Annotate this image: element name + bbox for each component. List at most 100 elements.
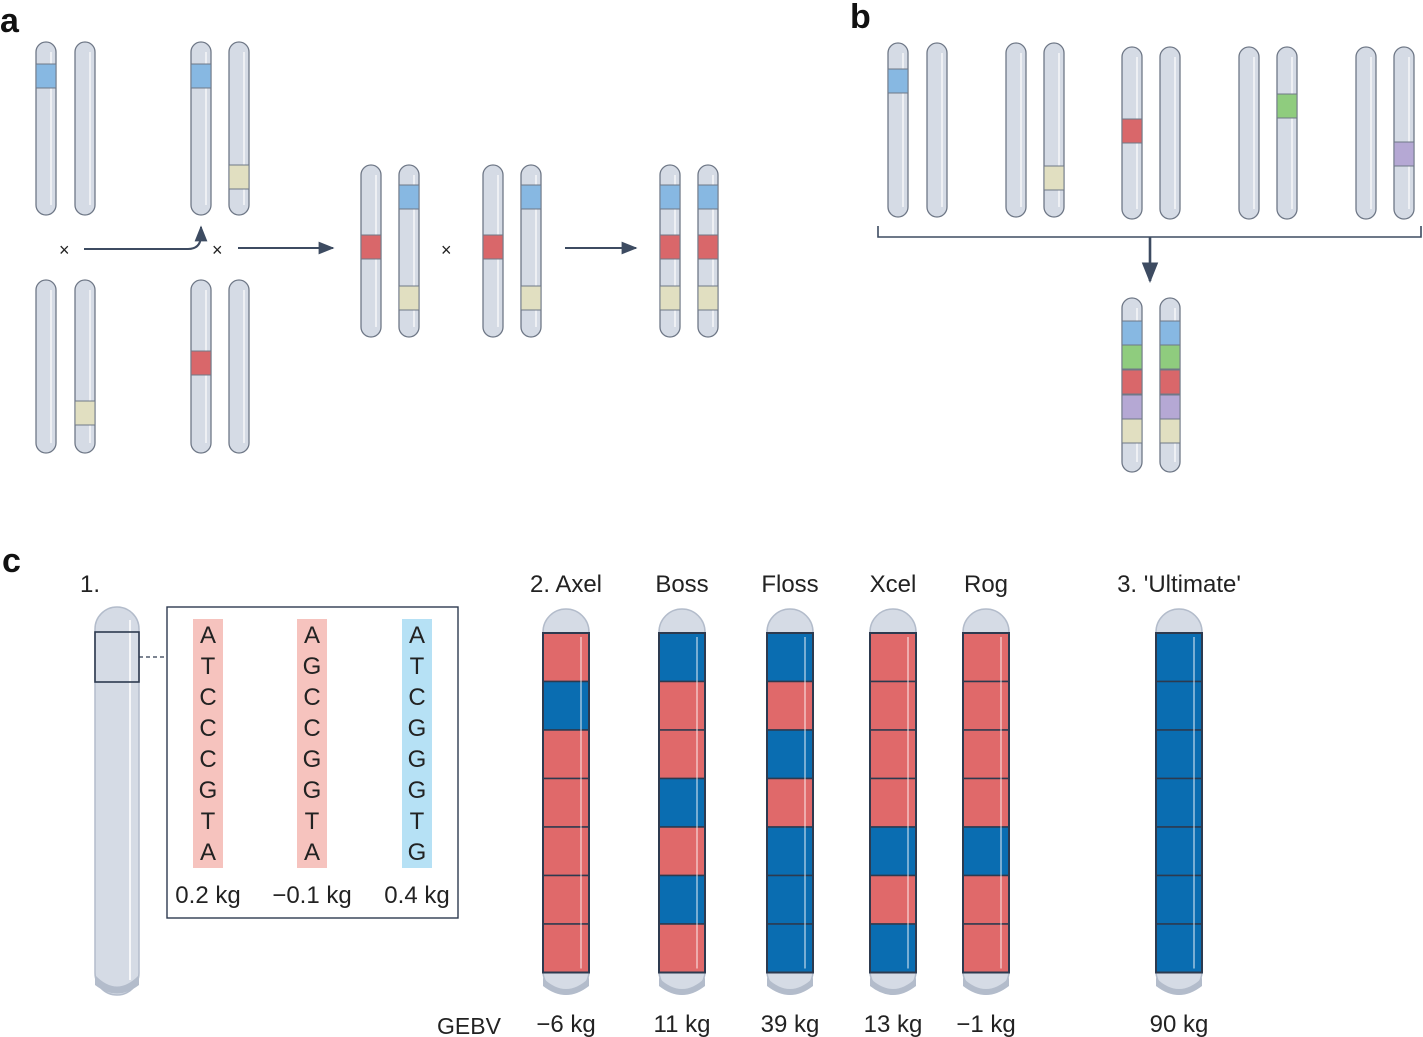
nucleotide-base: G [303, 653, 322, 680]
blue-haplotype-segment [766, 826, 814, 877]
blue-marker-band [520, 184, 542, 210]
chromosome-shadow [1156, 978, 1202, 995]
red-haplotype-segment [869, 874, 917, 925]
chromosome-body [1043, 42, 1065, 218]
panel-a-breeding-scheme [35, 41, 719, 454]
nucleotide-base: C [303, 684, 320, 711]
chromosome-body [1276, 46, 1298, 220]
chromosome [697, 164, 719, 338]
green-marker-band [1159, 344, 1181, 370]
chromosome [1276, 46, 1298, 220]
blue-haplotype-segment [1155, 874, 1203, 925]
nucleotide-base: T [201, 808, 216, 835]
red-haplotype-segment [869, 632, 917, 683]
blue-haplotype-segment [658, 777, 706, 828]
allele-effect-label: 0.2 kg [175, 882, 240, 909]
beige-marker-band [74, 400, 96, 426]
chromosome [74, 41, 96, 216]
sequence-highlight [402, 619, 432, 868]
blue-haplotype-segment [1155, 826, 1203, 877]
panel-label-b: b [850, 0, 871, 36]
red-haplotype-segment [542, 923, 590, 974]
red-haplotype-segment [962, 729, 1010, 780]
sequence-highlight [297, 619, 327, 868]
nucleotide-base: G [408, 715, 427, 742]
variety-chromosome: Rog−1 kg [956, 571, 1015, 1037]
gebv-value: 11 kg [654, 1011, 711, 1037]
nucleotide-base: A [200, 622, 216, 649]
chromosome-body [1355, 46, 1377, 220]
nucleotide-base: G [408, 746, 427, 773]
blue-haplotype-segment [1155, 923, 1203, 974]
variety-chromosome: 2. Axel−6 kg [530, 571, 602, 1037]
beige-marker-band [697, 285, 719, 311]
nucleotide-base: C [303, 715, 320, 742]
chromosome [520, 164, 542, 338]
blue-haplotype-segment [1155, 632, 1203, 683]
chromosome [74, 279, 96, 454]
green-marker-band [1276, 93, 1298, 119]
variety-chromosome: Boss 11 kg [654, 571, 711, 1037]
red-haplotype-segment [962, 874, 1010, 925]
panel-label-c: c [2, 542, 21, 580]
blue-marker-band [659, 184, 681, 210]
chromosome [1121, 46, 1143, 220]
variety-chromosome: Xcel 13 kg [864, 571, 923, 1037]
allele-effect-label: 0.4 kg [384, 882, 449, 909]
cross-symbol-2: × [212, 240, 223, 260]
red-haplotype-segment [658, 923, 706, 974]
red-marker-band [697, 234, 719, 260]
gebv-value: 90 kg [1150, 1011, 1209, 1037]
red-haplotype-segment [962, 923, 1010, 974]
blue-marker-band [1159, 320, 1181, 346]
chromosome-body [228, 279, 250, 454]
purple-marker-band [1121, 394, 1143, 420]
gebv-value: 13 kg [864, 1011, 923, 1037]
red-marker-band [360, 234, 382, 260]
chromosome-shadow [963, 978, 1009, 995]
beige-marker-band [1159, 418, 1181, 444]
nucleotide-base: G [408, 839, 427, 866]
variety-title: 2. Axel [530, 571, 602, 598]
chromosome-shadow [95, 975, 139, 994]
chromosome [926, 42, 948, 218]
variety-title: Xcel [870, 571, 917, 598]
red-haplotype-segment [962, 777, 1010, 828]
red-marker-band [190, 350, 212, 376]
nucleotide-base: G [303, 746, 322, 773]
gebv-value: −1 kg [956, 1011, 1015, 1037]
cross-symbol-1: × [59, 240, 70, 260]
red-haplotype-segment [658, 826, 706, 877]
beige-marker-band [1043, 165, 1065, 191]
beige-marker-band [1121, 418, 1143, 444]
sequence-highlight [193, 619, 223, 868]
chromosome [659, 164, 681, 338]
segment-outline [962, 632, 1010, 974]
chromosome-body [1005, 42, 1027, 218]
beige-marker-band [228, 164, 250, 190]
nucleotide-base: A [409, 622, 425, 649]
nucleotide-base: T [410, 808, 425, 835]
chromosome [1238, 46, 1260, 220]
chromosome [190, 279, 212, 454]
red-haplotype-segment [766, 777, 814, 828]
gebv-value: 39 kg [761, 1011, 820, 1037]
chromosome [35, 279, 57, 454]
red-marker-band [1159, 369, 1181, 395]
chromosome-shadow [767, 978, 813, 995]
blue-haplotype-segment [869, 923, 917, 974]
variety-title: Boss [655, 571, 708, 598]
chromosome [190, 41, 212, 216]
red-marker-band [482, 234, 504, 260]
beige-marker-band [659, 285, 681, 311]
variety-chromosome: 3. 'Ultimate'90 kg [1117, 571, 1241, 1037]
red-haplotype-segment [869, 729, 917, 780]
chromosome [1159, 297, 1181, 473]
chromosome [228, 41, 250, 216]
beige-marker-band [520, 285, 542, 311]
sequence-inset-box [166, 606, 459, 919]
